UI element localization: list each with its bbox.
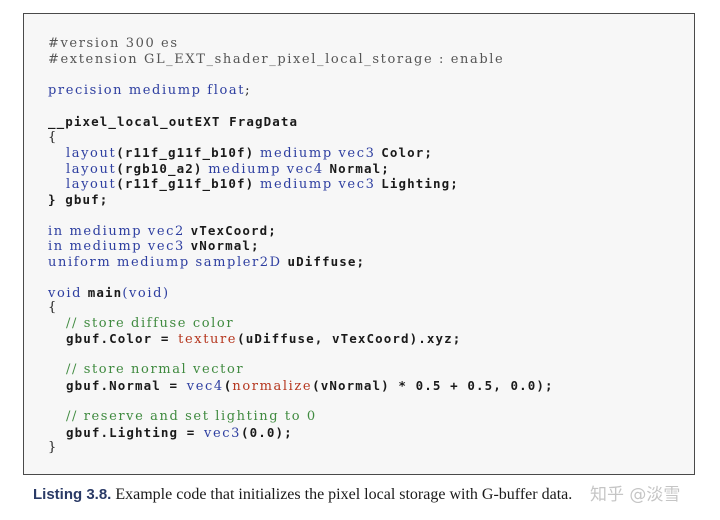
code-line-close-gbuf: } gbuf; [48,192,109,207]
layout-format: (rgb10_a2) [116,161,203,176]
code-listing: #version 300 es #extension GL_EXT_shader… [48,36,553,471]
main-name: main [87,285,123,300]
layout-format: (r11f_g11f_b10f) [116,176,255,191]
zhihu-watermark: 知乎 @淡雪 [590,485,681,505]
assign-args: (0.0); [241,425,293,440]
fn-normalize: normalize [232,379,313,394]
code-line-layout-normal: layout(rgb10_a2) mediump vec4 Normal; [66,161,390,177]
precision-keyword: precision mediump float [48,83,246,98]
fn-vec3: vec3 [204,426,242,441]
code-line-in-texcoord: in mediump vec2 vTexCoord; [48,223,277,239]
decl-keyword: uniform mediump sampler2D [48,255,288,270]
assign-target: gbuf.Normal = [66,378,187,393]
precision-semicolon: ; [245,83,252,98]
void-keyword: void [48,286,88,301]
code-line-precision: precision mediump float; [48,83,251,99]
assign-args: (vNormal) * 0.5 + 0.5, 0.0); [312,378,554,393]
layout-keyword: layout [66,177,117,192]
decl-keyword: in mediump vec2 [48,224,191,239]
member-name: Color; [381,145,433,160]
type-keyword: mediump vec3 [254,177,382,192]
caption-label: Listing 3.8. [33,486,112,503]
layout-keyword: layout [66,146,117,161]
code-line-main: void main(void) [48,285,170,301]
fn-texture: texture [178,332,238,347]
assign-target: gbuf.Lighting = [66,425,205,440]
var-name: vTexCoord; [190,223,277,238]
code-line-gbuf-color: gbuf.Color = texture(uDiffuse, vTexCoord… [66,331,461,347]
code-listing-frame [23,13,695,475]
type-keyword: mediump vec4 [202,162,330,177]
member-name: Normal; [329,161,390,176]
code-comment-normal: // store normal vector [66,362,245,377]
var-name: uDiffuse; [287,254,366,269]
layout-format: (r11f_g11f_b10f) [116,145,255,160]
assign-target: gbuf.Color = [66,331,179,346]
assign-args: (uDiffuse, vTexCoord).xyz; [237,331,462,346]
code-line-gbuf-normal: gbuf.Normal = vec4(normalize(vNormal) * … [66,378,554,394]
code-line-version: #version 300 es [48,36,179,51]
caption-text: Example code that initializes the pixel … [111,486,573,503]
member-name: Lighting; [381,176,459,191]
code-line-in-normal: in mediump vec3 vNormal; [48,238,260,254]
code-line-open-brace: { [48,130,58,145]
code-comment-diffuse: // store diffuse color [66,316,235,331]
code-line-extension: #extension GL_EXT_shader_pixel_local_sto… [48,52,505,67]
paren: ( [223,378,233,393]
code-line-main-open: { [48,300,58,315]
code-line-main-close: } [48,440,58,455]
code-line-layout-color: layout(r11f_g11f_b10f) mediump vec3 Colo… [66,145,433,161]
main-params: (void) [122,286,170,301]
var-name: vNormal; [190,238,260,253]
listing-caption: Listing 3.8. Example code that initializ… [33,486,572,504]
code-comment-lighting: // reserve and set lighting to 0 [66,409,317,424]
code-line-layout-lighting: layout(r11f_g11f_b10f) mediump vec3 Ligh… [66,176,459,192]
layout-keyword: layout [66,162,117,177]
code-line-uniform: uniform mediump sampler2D uDiffuse; [48,254,365,270]
code-line-pls-decl: __pixel_local_outEXT FragData [48,114,299,129]
type-keyword: mediump vec3 [254,146,382,161]
code-line-gbuf-lighting: gbuf.Lighting = vec3(0.0); [66,425,293,441]
fn-vec4: vec4 [186,379,224,394]
decl-keyword: in mediump vec3 [48,239,191,254]
